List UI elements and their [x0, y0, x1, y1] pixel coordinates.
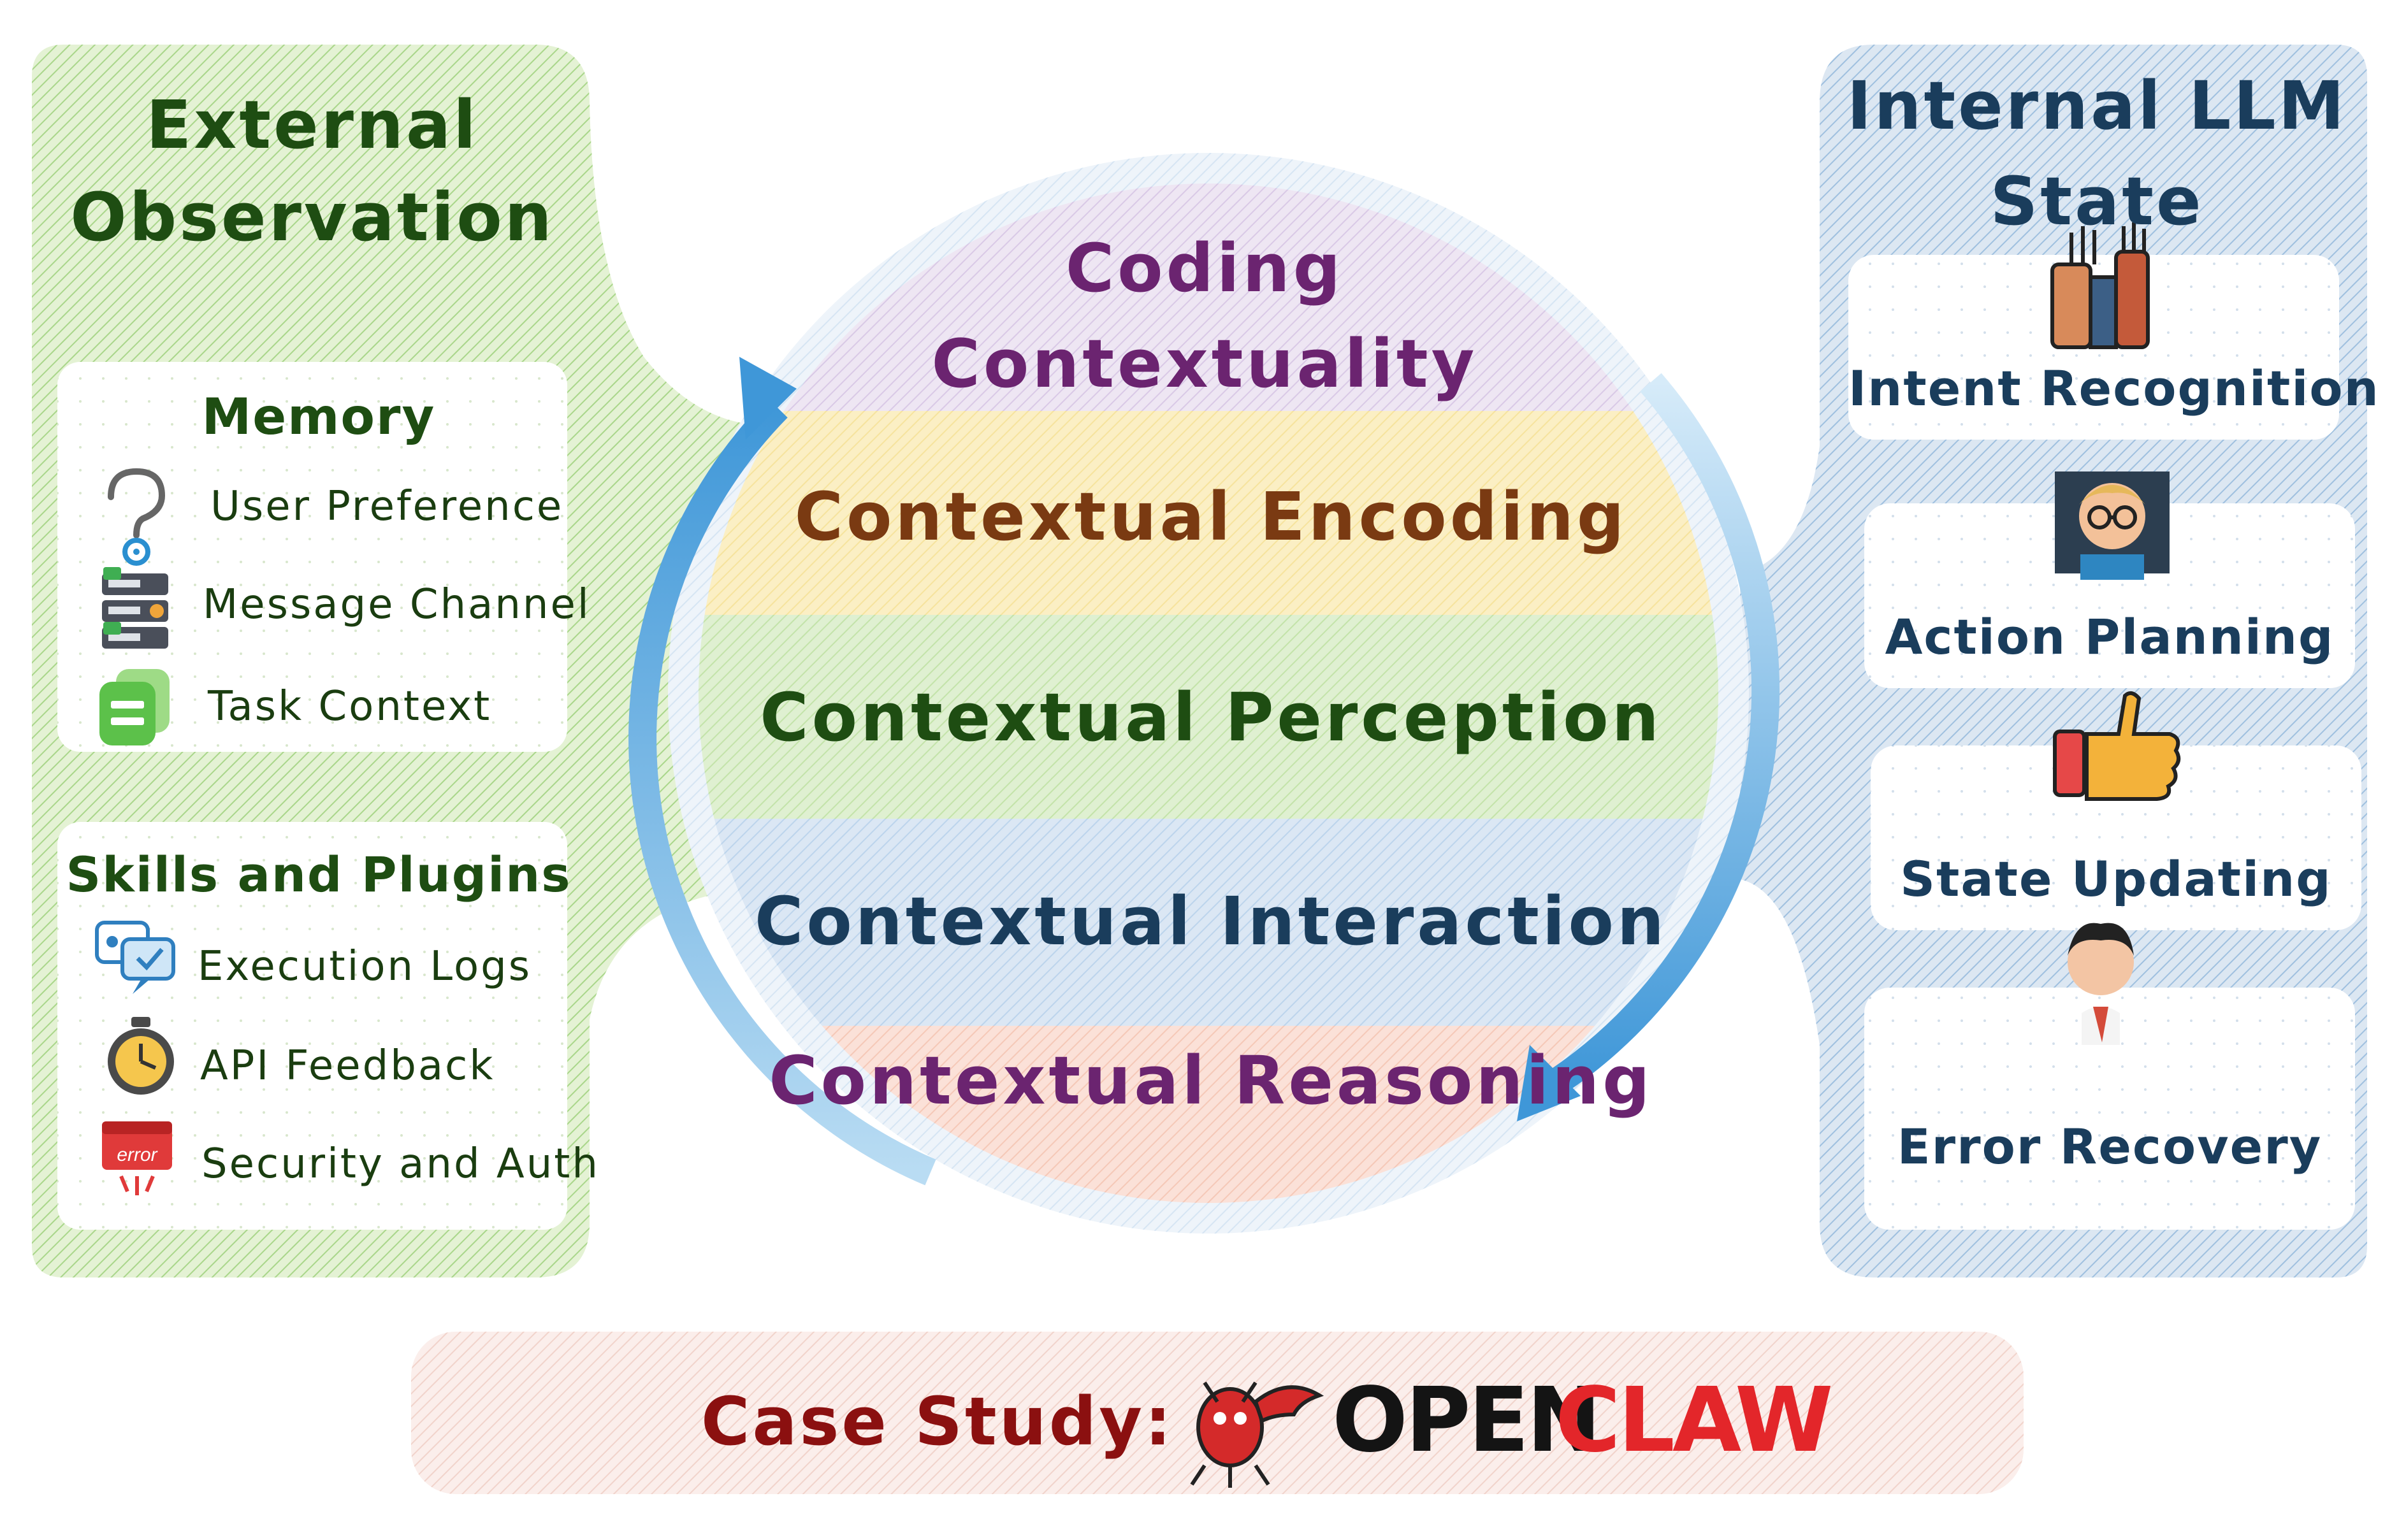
error-card: [1864, 988, 2355, 1230]
chat-bubbles-icon: [95, 921, 175, 994]
layer-label-contextuality: Contextuality: [931, 325, 1478, 403]
raised-hands-icon: [2050, 222, 2150, 349]
openclaw-mascot-icon: [1190, 1381, 1324, 1488]
openclaw-logo-open: OPEN: [1332, 1369, 1601, 1472]
external-observation-title-line1: External: [146, 86, 479, 164]
case-study-label: Case Study:: [701, 1383, 1174, 1460]
layer-label-contextual-perception: Contextual Perception: [760, 679, 1662, 756]
state-item-state-updating: State Updating: [1900, 851, 2332, 907]
openclaw-logo-claw: CLAW: [1555, 1369, 1833, 1472]
action-card: [1864, 503, 2355, 688]
person-scarf-icon: [2068, 923, 2134, 1045]
skills-item-security-auth: Security and Auth: [201, 1141, 600, 1188]
person-glasses-icon: [2055, 471, 2170, 580]
thumbs-up-icon: [2053, 691, 2181, 801]
skills-item-api-feedback: API Feedback: [200, 1042, 495, 1090]
cycle-arrow-left: [628, 398, 936, 1186]
skills-title: Skills and Plugins: [66, 846, 572, 903]
layer-label-contextual-reasoning: Contextual Reasoning: [769, 1042, 1653, 1119]
cycle-arrow-right-head: [1517, 1045, 1581, 1121]
cycle-arrow-left-head: [739, 357, 797, 440]
external-observation-title-line2: Observation: [70, 178, 554, 256]
internal-llm-title-line2: State: [1990, 162, 2204, 240]
state-card: [1871, 745, 2361, 930]
cycle-arrow-right: [1547, 373, 1780, 1095]
layer-label-contextual-encoding: Contextual Encoding: [794, 478, 1628, 556]
stopwatch-icon: [108, 1017, 174, 1095]
skills-card: [57, 822, 567, 1230]
server-rack-icon: [102, 567, 168, 649]
error-window-icon: error: [102, 1121, 172, 1195]
memory-title: Memory: [201, 389, 436, 446]
layer-contextual-perception: [699, 615, 1718, 819]
state-item-error-recovery: Error Recovery: [1897, 1118, 2323, 1175]
memory-item-user-preference: User Preference: [210, 483, 564, 530]
question-gear-icon: [108, 468, 166, 566]
layer-contextual-encoding: [699, 411, 1718, 615]
document-copy-icon: [99, 669, 170, 745]
skills-item-execution-logs: Execution Logs: [198, 943, 532, 990]
memory-card: [57, 362, 567, 752]
memory-item-task-context: Task Context: [208, 683, 492, 730]
layer-label-contextual-interaction: Contextual Interaction: [755, 882, 1667, 960]
error-badge-text: error: [117, 1144, 157, 1165]
state-item-intent-recognition: Intent Recognition: [1848, 360, 2380, 417]
state-item-action-planning: Action Planning: [1885, 608, 2335, 665]
internal-llm-title-line1: Internal LLM: [1846, 67, 2347, 145]
memory-item-message-channel: Message Channel: [203, 581, 591, 628]
layer-contextual-interaction: [699, 819, 1718, 1026]
context-layers: [699, 184, 1718, 1203]
layer-label-coding: Coding: [1065, 229, 1344, 307]
